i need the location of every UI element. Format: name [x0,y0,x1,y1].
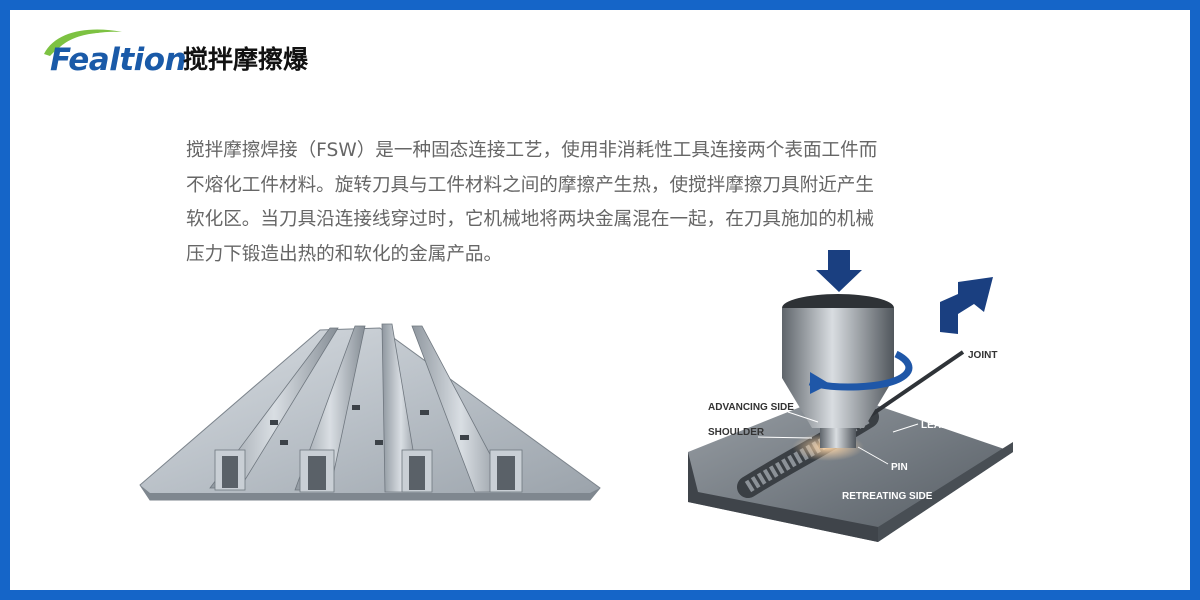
label-advancing-side: ADVANCING SIDE [708,402,794,413]
page-title: 搅拌摩擦爆 [183,45,309,74]
label-shoulder: SHOULDER [708,427,765,438]
brand-logo: Fealtion [36,22,187,82]
down-arrow-icon [816,250,862,292]
intro-line-3: 软化区。当刀具沿连接线穿过时，它机械地将两块金属混在一起，在刀具施加的机械 [186,209,874,230]
aluminum-panel-image [139,323,601,501]
intro-paragraph: 搅拌摩擦焊接（FSW）是一种固态连接工艺，使用非消耗性工具连接两个表面工件而 不… [186,134,986,272]
label-leading-edge: LEADING EDGE [921,420,997,431]
leaf-icon [44,29,122,56]
intro-line-2: 不熔化工件材料。旋转刀具与工件材料之间的摩擦产生热，使搅拌摩擦刀具附近产生 [186,174,874,196]
label-pin: PIN [891,462,908,473]
fsw-diagram: JOINT ADVANCING SIDE SHOULDER LEADING ED… [688,250,1013,542]
brand-name: Fealtion [50,42,187,78]
intro-line-1: 搅拌摩擦焊接（FSW）是一种固态连接工艺，使用非消耗性工具连接两个表面工件而 [186,140,878,161]
label-retreating-side: RETREATING SIDE [842,491,933,502]
travel-arrow-icon [940,277,993,334]
intro-line-4: 压力下锻造出热的和软化的金属产品。 [186,243,503,265]
label-joint: JOINT [968,350,997,361]
